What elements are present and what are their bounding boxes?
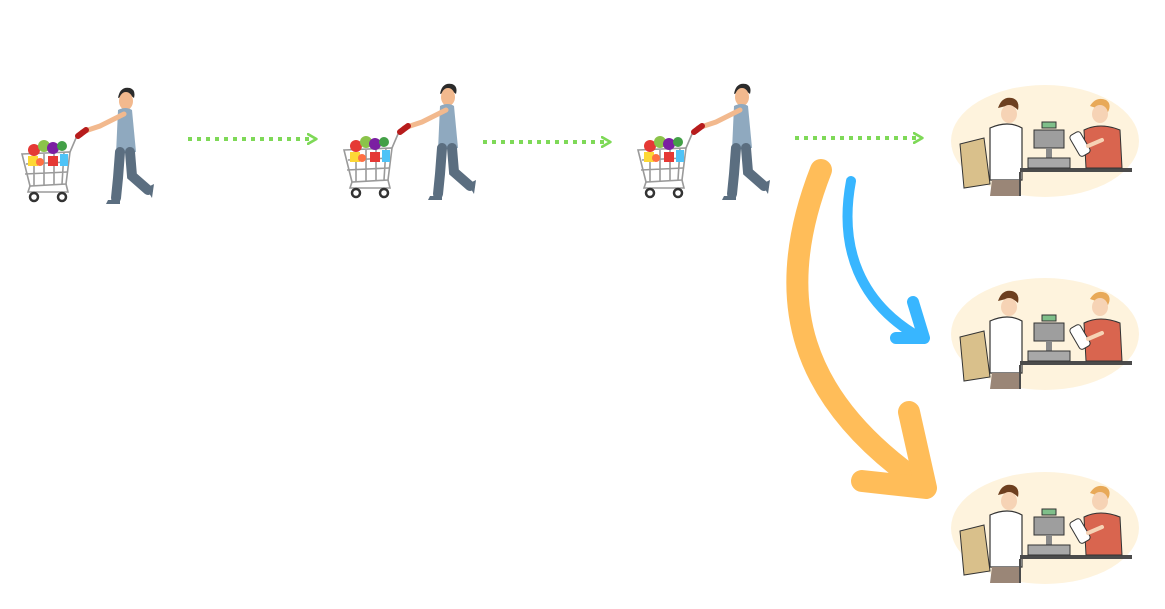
blue-curved-arrow xyxy=(842,176,930,344)
shopper-with-cart-icon xyxy=(344,84,476,200)
shopper-with-cart-icon xyxy=(22,88,154,204)
checkout-counter-icon xyxy=(950,84,1140,199)
checkout-counter-icon xyxy=(950,471,1140,586)
shopper-with-cart-icon xyxy=(638,84,770,200)
checkout-counter-icon xyxy=(950,277,1140,392)
orange-curved-arrow xyxy=(786,159,937,499)
